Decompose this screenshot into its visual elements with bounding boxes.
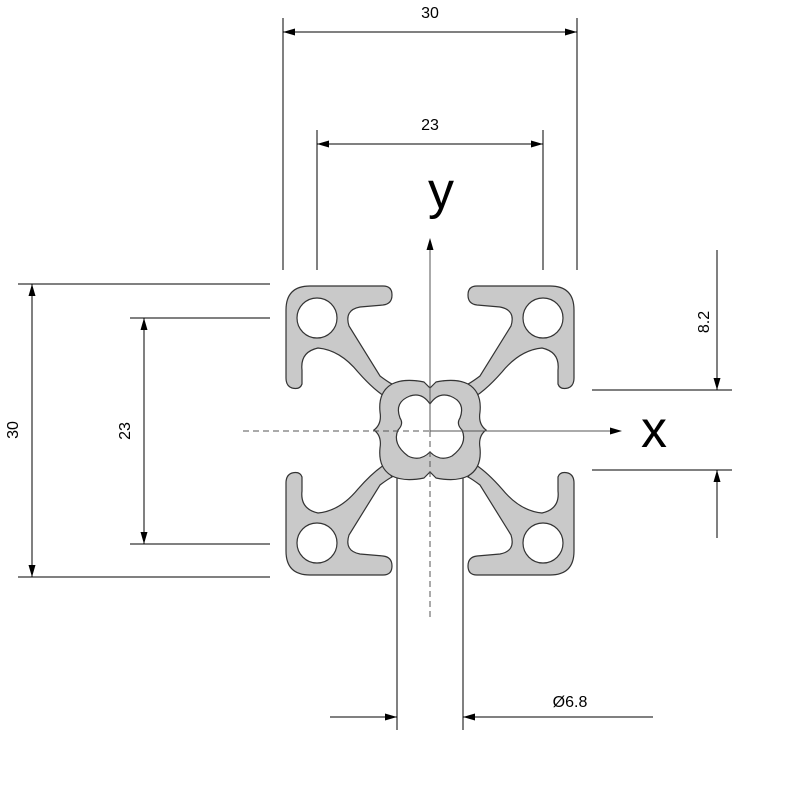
profile-corner-bottom-right	[467, 464, 575, 576]
x-axis-arrowhead	[610, 427, 622, 435]
dimension-inner-width-label: 23	[421, 117, 439, 134]
profile-hole-bottom-left	[296, 522, 338, 564]
dimension-inner-height: 23	[117, 317, 270, 545]
dimension-inner-height-label: 23	[117, 422, 134, 440]
y-axis-arrowhead	[426, 238, 434, 250]
dimension-overall-height: 30	[5, 283, 270, 578]
dimension-inner-width: 23	[316, 117, 544, 270]
profile-hole-top-right	[522, 297, 564, 339]
profile-cross-section	[285, 285, 575, 576]
x-axis-label: x	[641, 401, 667, 459]
dimension-overall-width: 30	[282, 5, 578, 270]
dimension-slot-width: 8.2	[592, 250, 732, 538]
profile-corner-top-left	[285, 285, 393, 397]
profile-hole-top-left	[296, 297, 338, 339]
profile-corner-bottom-left	[285, 464, 393, 576]
axes: x y	[243, 162, 667, 620]
profile-corner-top-right	[467, 285, 575, 397]
dimension-overall-width-label: 30	[421, 5, 439, 22]
y-axis-label: y	[428, 162, 454, 220]
profile-hole-bottom-right	[522, 522, 564, 564]
dimension-slot-width-label: 8.2	[696, 311, 713, 333]
dimension-overall-height-label: 30	[5, 421, 22, 439]
dimension-core-bore-label: Ø6.8	[553, 694, 588, 711]
dimension-core-bore: Ø6.8	[330, 474, 653, 730]
